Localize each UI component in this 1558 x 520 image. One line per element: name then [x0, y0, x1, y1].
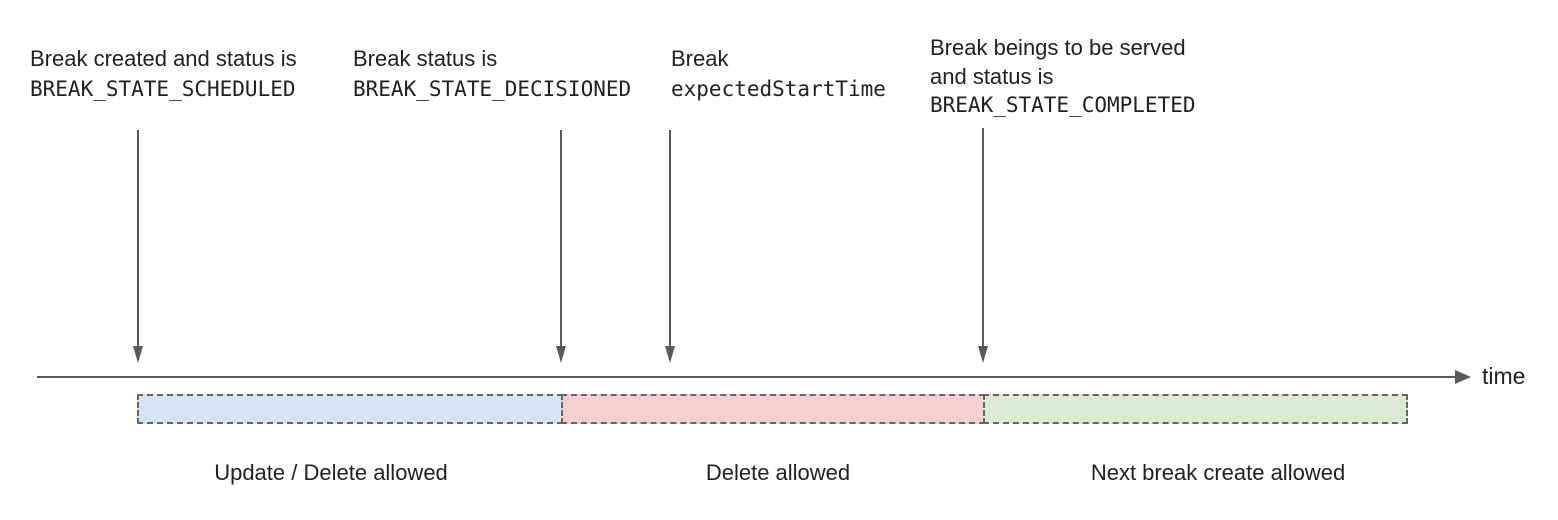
annotation-state-code: BREAK_STATE_COMPLETED	[930, 93, 1196, 117]
annotation-text: Break beings to be served	[930, 35, 1186, 60]
annotation-state-code: BREAK_STATE_SCHEDULED	[30, 77, 296, 101]
time-axis-line	[37, 376, 1457, 378]
annotation-text: Break	[671, 46, 729, 71]
segment-update-delete-allowed	[137, 394, 563, 424]
annotation-text: Break status is	[353, 46, 498, 71]
annotation-break-scheduled: Break created and status is BREAK_STATE_…	[30, 44, 297, 104]
annotation-expected-start-time: Break expectedStartTime	[671, 44, 886, 104]
segment-next-break-create-allowed	[983, 394, 1408, 424]
segment-label-update-delete: Update / Delete allowed	[214, 460, 448, 485]
annotation-text: Break created and status is	[30, 46, 297, 71]
time-axis-label: time	[1482, 363, 1526, 389]
annotation-text: and status is	[930, 64, 1054, 89]
time-axis-arrowhead-icon	[1455, 370, 1471, 384]
segment-label-next-break-create: Next break create allowed	[1090, 460, 1346, 485]
segment-delete-allowed	[561, 394, 985, 424]
segment-label-delete: Delete allowed	[705, 460, 851, 485]
annotation-break-decisioned: Break status is BREAK_STATE_DECISIONED	[353, 44, 631, 104]
annotation-break-completed: Break beings to be served and status is …	[930, 33, 1196, 120]
annotation-state-code: BREAK_STATE_DECISIONED	[353, 77, 632, 101]
annotation-field-code: expectedStartTime	[671, 77, 886, 101]
